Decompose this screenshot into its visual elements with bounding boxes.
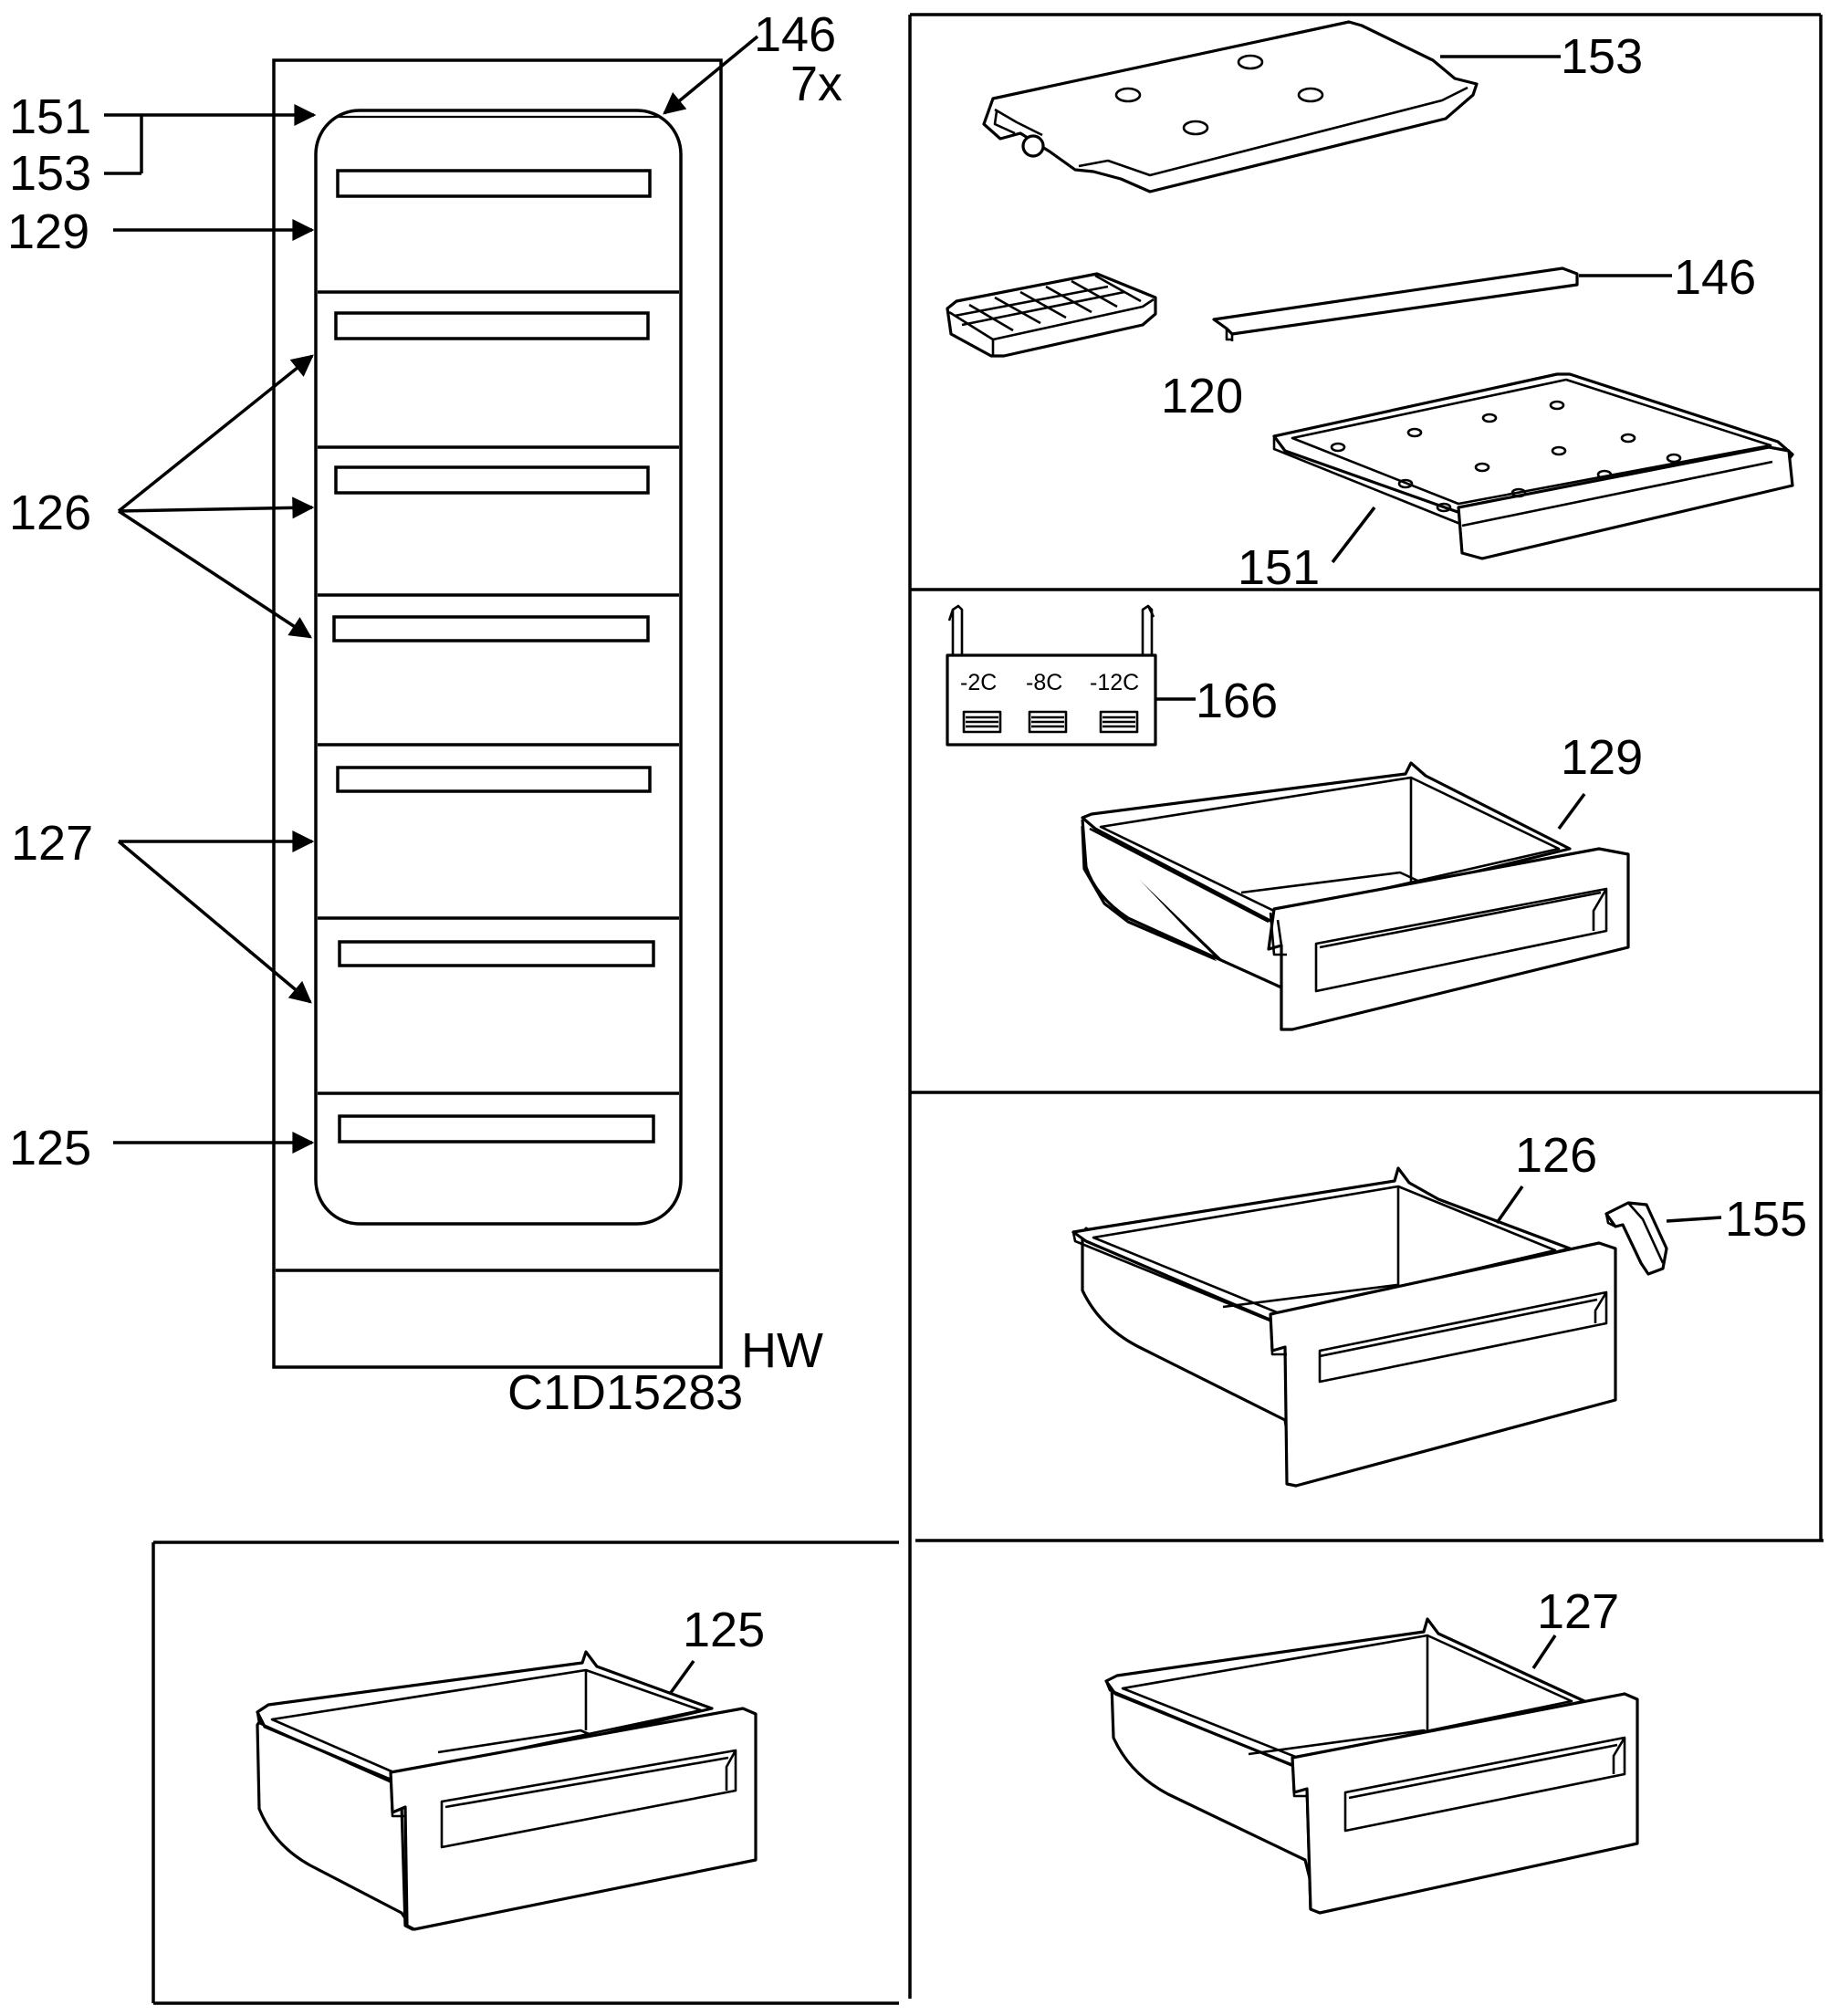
drawer-fronts [318,169,679,1144]
temp-slot-1 [962,710,1002,734]
panel-frames [152,13,1824,2005]
part-label-127: 127 [1537,1584,1619,1639]
part-label-166: 166 [1196,674,1278,728]
part-166-temperature-selector: -2C -8C -12C [946,604,1157,747]
part-label-146: 146 [1674,250,1756,305]
temp-option-1: -2C [960,670,997,695]
part-label-126: 126 [1515,1128,1597,1183]
overview-label-151: 151 [9,89,91,144]
temp-option-3: -12C [1090,670,1139,695]
overview-label-127: 127 [11,816,93,871]
overview-label-125: 125 [9,1121,91,1175]
part-153-evaporator-plate [982,20,1479,193]
part-label-153: 153 [1561,29,1643,84]
overview-label-129: 129 [7,204,89,259]
part-151-tray [1272,372,1794,560]
part-label-125: 125 [683,1603,765,1657]
part-label-151: 151 [1238,540,1320,595]
part-120-ice-tray [946,272,1157,358]
overview-label-126: 126 [9,486,91,540]
temp-slot-2 [1028,710,1068,734]
overview-label-146-qty: 7x [790,57,842,111]
part-126-drawer [1071,1166,1617,1488]
overview-label-153: 153 [9,146,91,201]
part-125-drawer [256,1650,758,1931]
diagram-code: C1D15283 [507,1365,743,1420]
part-155-clip [1604,1201,1668,1276]
overview-label-146: 146 [754,7,836,62]
part-label-120: 120 [1161,369,1243,423]
tray-pegs [1330,400,1682,513]
temp-option-2: -8C [1026,670,1062,695]
overview-leaders [104,35,759,1154]
part-146-guide-rail [1212,266,1579,341]
cabinet-overview [272,58,723,1369]
part-127-drawer [1104,1617,1639,1915]
part-129-drawer [1081,761,1630,1031]
temp-slot-3 [1099,710,1139,734]
part-label-155: 155 [1725,1192,1807,1247]
variant-label: HW [741,1323,823,1378]
part-label-129: 129 [1561,730,1643,785]
